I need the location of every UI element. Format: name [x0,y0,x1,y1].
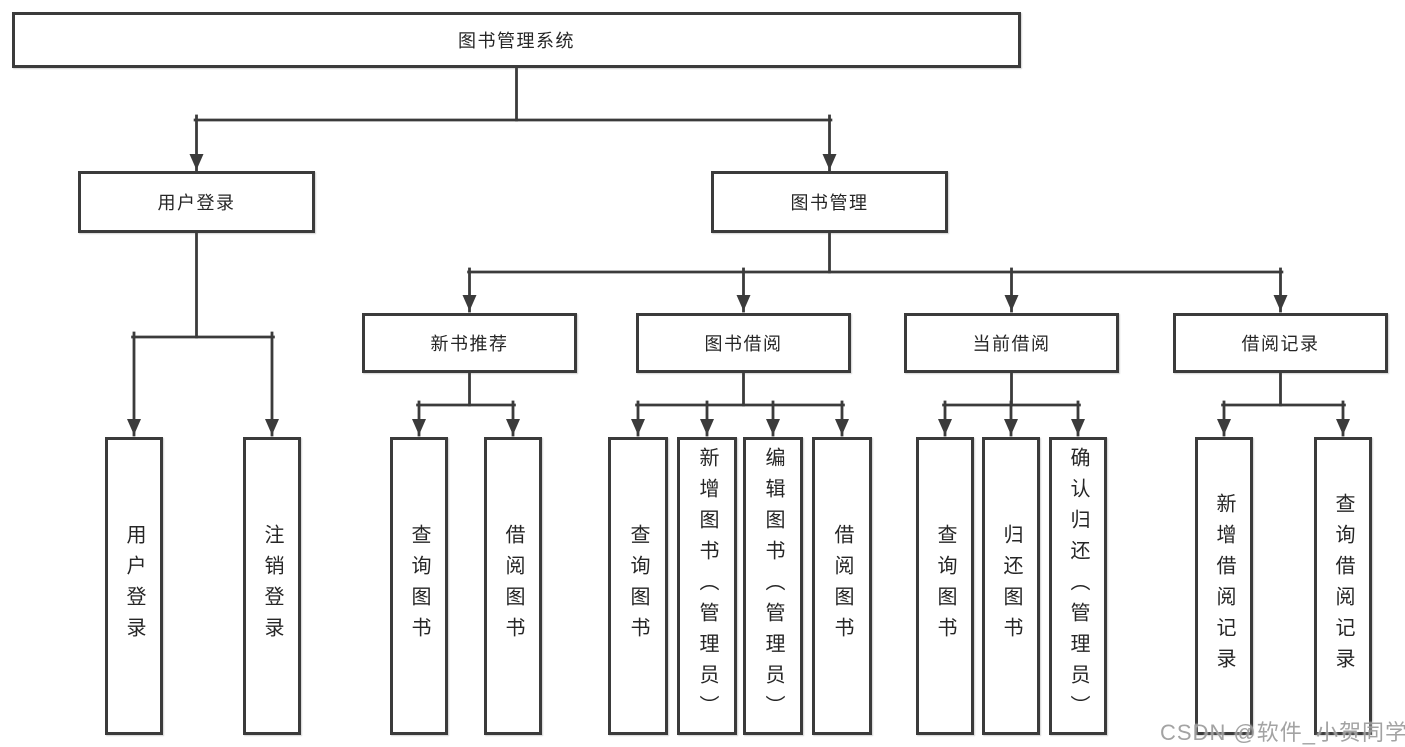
connector-current-borrow-children [938,368,1085,437]
leaf-query-books-2: 查询图书 [608,437,668,735]
node-label: 图书管理 [790,193,869,213]
leaf-add-book-admin: 新增图书（管理员） [677,437,737,735]
node-label: 查询图书 [934,524,956,648]
node-borrow-records: 借阅记录 [1173,313,1388,373]
node-label: 用户登录 [123,524,145,648]
leaf-query-borrow-record: 查询借阅记录 [1314,437,1372,735]
node-label: 图书借阅 [704,334,783,354]
leaf-user-login: 用户登录 [105,437,163,735]
node-label: 借阅图书 [502,524,524,648]
node-label: 注销登录 [261,524,283,648]
node-label: 当前借阅 [972,334,1051,354]
leaf-confirm-return-admin: 确认归还（管理员） [1049,437,1107,735]
node-root-library-system: 图书管理系统 [12,12,1021,68]
connector-root-to-level2 [189,63,837,172]
connector-book-borrow-children [631,368,849,437]
node-label: 确认归还（管理员） [1067,446,1089,726]
connector-book-management-children [462,228,1288,313]
leaf-borrow-books-2: 借阅图书 [812,437,872,735]
leaf-logout: 注销登录 [243,437,301,735]
node-book-borrow: 图书借阅 [636,313,851,373]
node-current-borrow: 当前借阅 [904,313,1119,373]
node-label: 新增借阅记录 [1213,493,1235,679]
node-label: 编辑图书（管理员） [762,446,784,726]
connector-new-book-children [412,368,520,437]
leaf-edit-book-admin: 编辑图书（管理员） [743,437,803,735]
node-label: 借阅图书 [831,524,853,648]
node-label: 新书推荐 [430,334,509,354]
node-label: 归还图书 [1000,524,1022,648]
node-label: 新增图书（管理员） [696,446,718,726]
node-label: 借阅记录 [1241,334,1320,354]
node-label: 用户登录 [157,193,236,213]
csdn-watermark: CSDN @软件_小贺同学 [1160,720,1405,745]
node-book-management: 图书管理 [711,171,948,233]
connector-borrow-records-children [1217,368,1350,437]
node-new-book-recommend: 新书推荐 [362,313,577,373]
leaf-query-books-1: 查询图书 [390,437,448,735]
node-label: 查询图书 [627,524,649,648]
leaf-add-borrow-record: 新增借阅记录 [1195,437,1253,735]
node-label: 查询借阅记录 [1332,493,1354,679]
node-label: 图书管理系统 [458,31,575,51]
leaf-query-books-3: 查询图书 [916,437,974,735]
node-label: 查询图书 [408,524,430,648]
leaf-return-book: 归还图书 [982,437,1040,735]
node-user-login: 用户登录 [78,171,315,233]
connector-user-login-children [127,228,279,437]
leaf-borrow-books-1: 借阅图书 [484,437,542,735]
